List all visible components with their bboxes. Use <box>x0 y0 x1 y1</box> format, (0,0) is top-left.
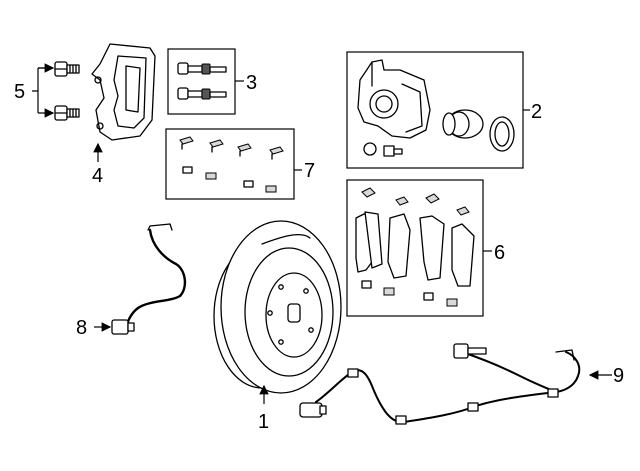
caliper-housing[interactable] <box>357 59 431 139</box>
bracket-bolt-upper[interactable] <box>54 61 80 77</box>
callout-7: 7 <box>304 160 315 182</box>
caliper-piston[interactable] <box>442 109 484 139</box>
caliper-bracket[interactable] <box>91 43 156 141</box>
piston-seal[interactable] <box>489 116 515 152</box>
callout-1: 1 <box>258 411 269 433</box>
callout-3: 3 <box>246 72 257 94</box>
sensor-harness[interactable] <box>111 223 187 335</box>
callout-9: 9 <box>613 365 624 387</box>
guide-pin-upper[interactable] <box>177 62 227 75</box>
brake-rotor[interactable] <box>213 220 342 394</box>
callout-5: 5 <box>14 81 25 103</box>
wear-sensor[interactable] <box>299 343 581 425</box>
guide-pins-box <box>167 48 236 115</box>
guide-pin-lower[interactable] <box>177 87 227 100</box>
bleeder-screw[interactable] <box>363 142 403 157</box>
brake-pads[interactable] <box>355 187 475 307</box>
callout-4: 4 <box>92 165 103 187</box>
pad-clips[interactable] <box>179 136 284 193</box>
bracket-bolt-lower[interactable] <box>54 105 80 121</box>
callout-6: 6 <box>494 242 505 264</box>
bolts-leader <box>32 67 53 113</box>
callout-8: 8 <box>76 317 87 339</box>
callout-2: 2 <box>531 101 542 123</box>
